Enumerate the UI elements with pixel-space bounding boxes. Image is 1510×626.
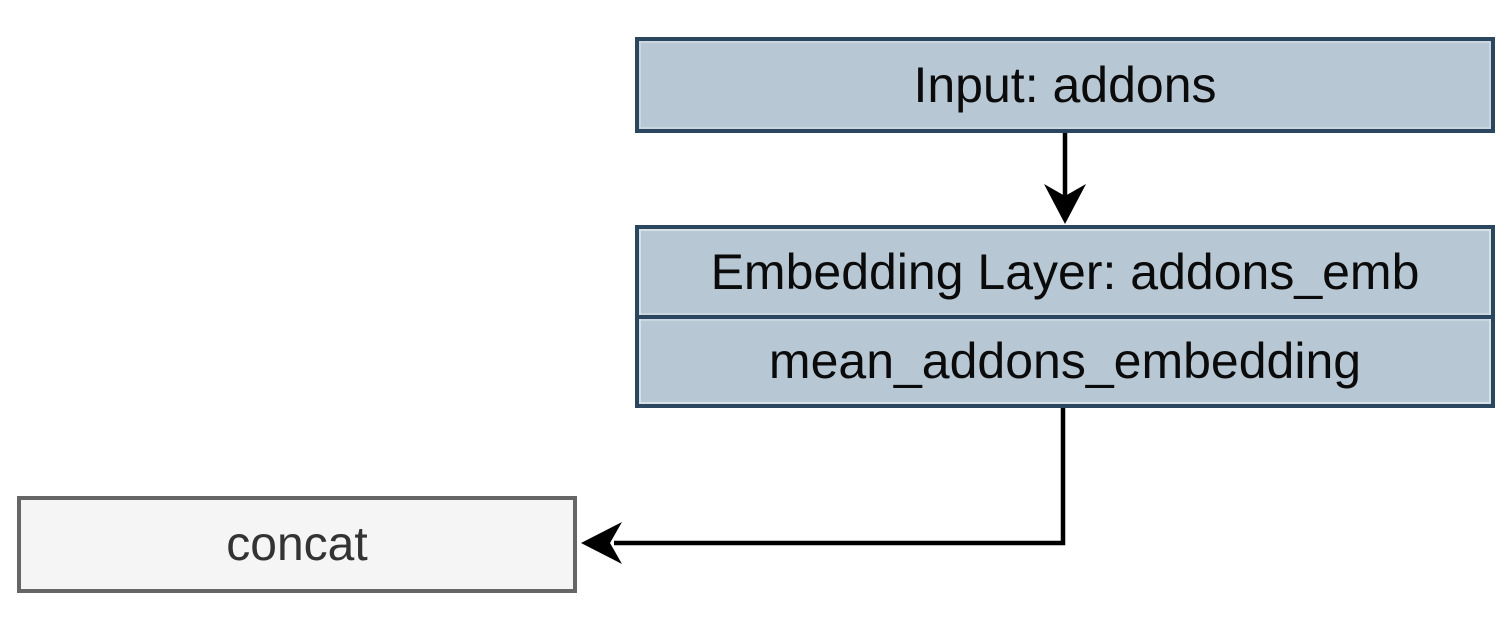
node-embedding-title-label: Embedding Layer: addons_emb bbox=[710, 243, 1420, 300]
edge-input-to-embedding bbox=[1044, 133, 1086, 224]
node-concat: concat bbox=[17, 496, 577, 593]
node-input-addons-label: Input: addons bbox=[913, 57, 1217, 113]
node-embedding-subtitle-label: mean_addons_embedding bbox=[768, 333, 1362, 390]
node-input-addons: Input: addons bbox=[635, 37, 1495, 133]
arrowhead-down-icon bbox=[1044, 184, 1086, 224]
edge-embedding-to-concat bbox=[581, 408, 1066, 564]
node-embedding-subtitle-row: mean_addons_embedding bbox=[639, 319, 1491, 405]
node-embedding-layer: Embedding Layer: addons_emb mean_addons_… bbox=[635, 225, 1495, 408]
node-concat-label: concat bbox=[226, 518, 368, 571]
node-embedding-title-row: Embedding Layer: addons_emb bbox=[639, 229, 1491, 319]
arrowhead-left-icon bbox=[581, 522, 622, 564]
